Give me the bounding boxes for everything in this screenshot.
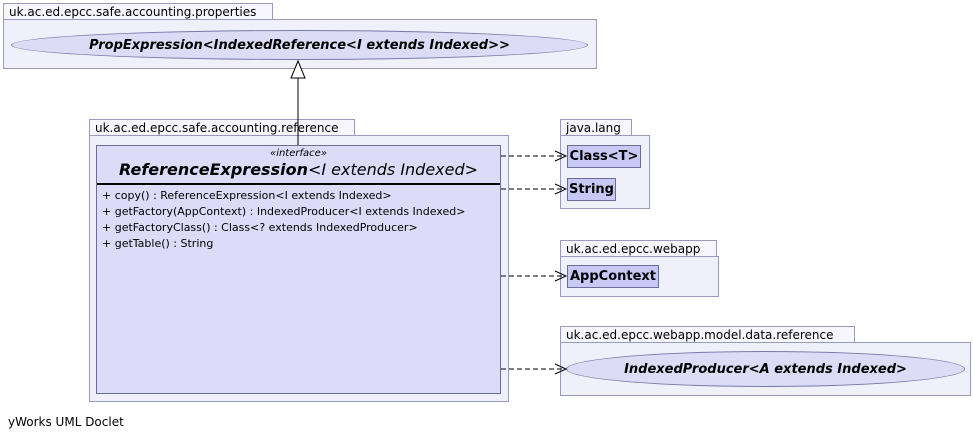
indexed-producer-class[interactable]: IndexedProducer<A extends Indexed>	[566, 351, 965, 387]
package-tab-properties: uk.ac.ed.epcc.safe.accounting.properties	[3, 3, 273, 20]
method-list: + copy() : ReferenceExpression<I extends…	[97, 185, 500, 252]
class-t-class[interactable]: Class<T>	[567, 145, 641, 168]
package-tab-webapp: uk.ac.ed.epcc.webapp	[560, 240, 717, 257]
interface-title: ReferenceExpression<I extends Indexed>	[97, 160, 500, 180]
interface-stereotype: «interface»	[270, 148, 327, 159]
package-tab-java-lang: java.lang	[560, 119, 632, 136]
dependency-app-context-arrow	[554, 270, 568, 282]
method-get-factory-class: + getFactoryClass() : Class<? extends In…	[102, 221, 418, 234]
interface-type-param: <I extends Indexed>	[307, 160, 479, 179]
method-get-factory: + getFactory(AppContext) : IndexedProduc…	[102, 205, 466, 218]
package-tab-model-data-reference: uk.ac.ed.epcc.webapp.model.data.referenc…	[560, 326, 855, 343]
realization-arrowhead	[290, 59, 306, 79]
dependency-indexed-producer-arrow	[554, 363, 568, 375]
dependency-class-t-arrow	[554, 150, 568, 162]
package-tab-reference: uk.ac.ed.epcc.safe.accounting.reference	[89, 119, 355, 136]
dependency-string-arrow	[554, 183, 568, 195]
interface-name: ReferenceExpression	[118, 160, 308, 179]
interface-divider	[97, 183, 500, 185]
method-get-table: + getTable() : String	[102, 237, 214, 250]
footer-label: yWorks UML Doclet	[8, 415, 124, 429]
method-copy: + copy() : ReferenceExpression<I extends…	[102, 189, 392, 202]
prop-expression-class[interactable]: PropExpression<IndexedReference<I extend…	[11, 30, 588, 60]
app-context-class[interactable]: AppContext	[567, 265, 659, 288]
string-class[interactable]: String	[567, 178, 616, 201]
reference-expression-interface[interactable]: «interface» ReferenceExpression<I extend…	[96, 145, 501, 394]
